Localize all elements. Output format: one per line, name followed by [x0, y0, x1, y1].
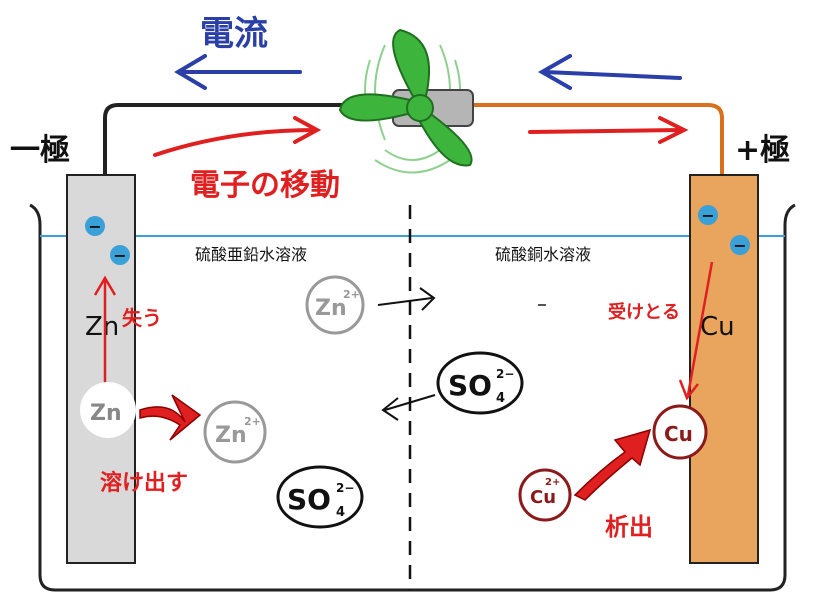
svg-text:SO: SO: [448, 369, 492, 402]
electron-arrow-right: [528, 116, 689, 144]
receive-label: 受けとる: [608, 301, 680, 323]
svg-text:Cu: Cu: [664, 422, 693, 446]
svg-text:SO: SO: [287, 483, 331, 516]
copper-ion: Cu 2+: [518, 468, 572, 522]
svg-text:2+: 2+: [244, 415, 261, 428]
sulfate-migration-arrow: [381, 394, 436, 421]
svg-text:Zn: Zn: [315, 296, 347, 321]
current-arrow-left: [174, 54, 302, 90]
svg-text:4: 4: [336, 505, 345, 520]
lose-label: 失う: [122, 306, 162, 330]
electron-icon: −: [110, 245, 130, 265]
svg-text:2−: 2−: [336, 481, 354, 495]
svg-text:4: 4: [496, 391, 505, 406]
zinc-ion-migration-arrow: [377, 287, 436, 311]
electron-arrow-left: [153, 116, 322, 157]
electron-icon: −: [730, 235, 750, 255]
deposit-arrow: [573, 428, 652, 501]
svg-text:2+: 2+: [343, 288, 360, 301]
zinc-electrode: [66, 174, 136, 564]
sulfate-ion: SO 4 2−: [436, 351, 524, 415]
fan-icon: [338, 28, 474, 174]
beaker: [29, 203, 796, 592]
svg-text:Zn: Zn: [90, 401, 122, 426]
dissolve-label: 溶け出す: [100, 470, 188, 496]
deposit-label: 析出: [605, 513, 653, 541]
electron-movement-label: 電子の移動: [190, 168, 340, 203]
positive-pole-label: +極: [735, 133, 790, 168]
svg-text:−: −: [701, 206, 714, 225]
copper-electrode-label: Cu: [700, 312, 735, 342]
zinc-electrode-label: Zn: [85, 312, 119, 342]
svg-text:−: −: [733, 236, 746, 255]
sulfate-ion: SO 4 2−: [276, 465, 364, 529]
copper-atom: Cu: [652, 404, 708, 460]
svg-text:−: −: [88, 217, 101, 236]
wire-negative: [103, 103, 400, 175]
electron-icon: −: [85, 216, 105, 236]
svg-text:Zn: Zn: [215, 423, 247, 448]
dissolve-arrow: [139, 394, 202, 441]
current-arrow-right: [537, 54, 682, 90]
right-solution-label: 硫酸銅水溶液: [495, 245, 591, 264]
wire-positive: [470, 103, 724, 175]
svg-text:Cu: Cu: [530, 487, 556, 508]
svg-text:2+: 2+: [545, 477, 560, 488]
left-solution-label: 硫酸亜鉛水溶液: [195, 245, 307, 264]
copper-electrode: [689, 174, 759, 564]
zinc-ion: Zn 2+: [305, 275, 365, 335]
electron-accept-arrow: [678, 261, 714, 401]
zinc-atom: Zn: [80, 382, 136, 438]
svg-text:2−: 2−: [496, 367, 514, 381]
electron-release-arrow: [93, 275, 117, 385]
electron-icon: −: [698, 205, 718, 225]
svg-text:−: −: [113, 246, 126, 265]
zinc-ion: Zn 2+: [203, 400, 267, 464]
negative-pole-label: 一極: [10, 133, 70, 168]
current-label: 電流: [200, 14, 268, 54]
